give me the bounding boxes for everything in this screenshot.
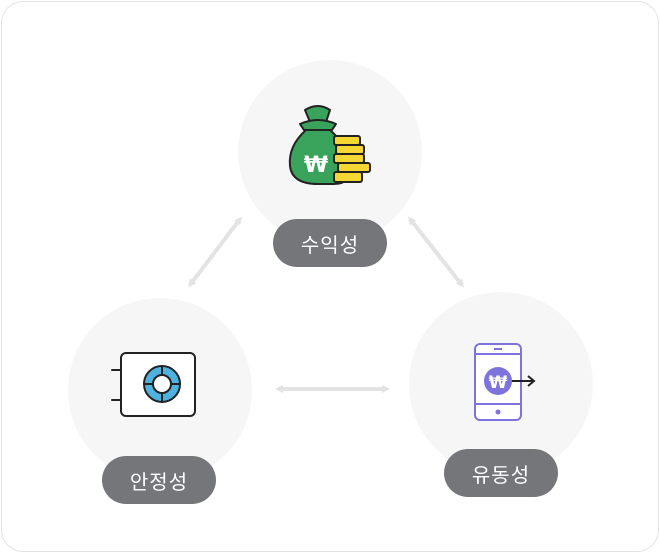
arrow-profitability-stability (188, 216, 242, 288)
arrow-profitability-liquidity (408, 216, 464, 288)
profitability-label: 수익성 (273, 219, 387, 267)
won-glyph: ₩ (489, 373, 508, 393)
won-glyph: ₩ (304, 153, 328, 178)
stability-label: 안정성 (102, 456, 216, 504)
liquidity-label: 유동성 (444, 449, 558, 497)
